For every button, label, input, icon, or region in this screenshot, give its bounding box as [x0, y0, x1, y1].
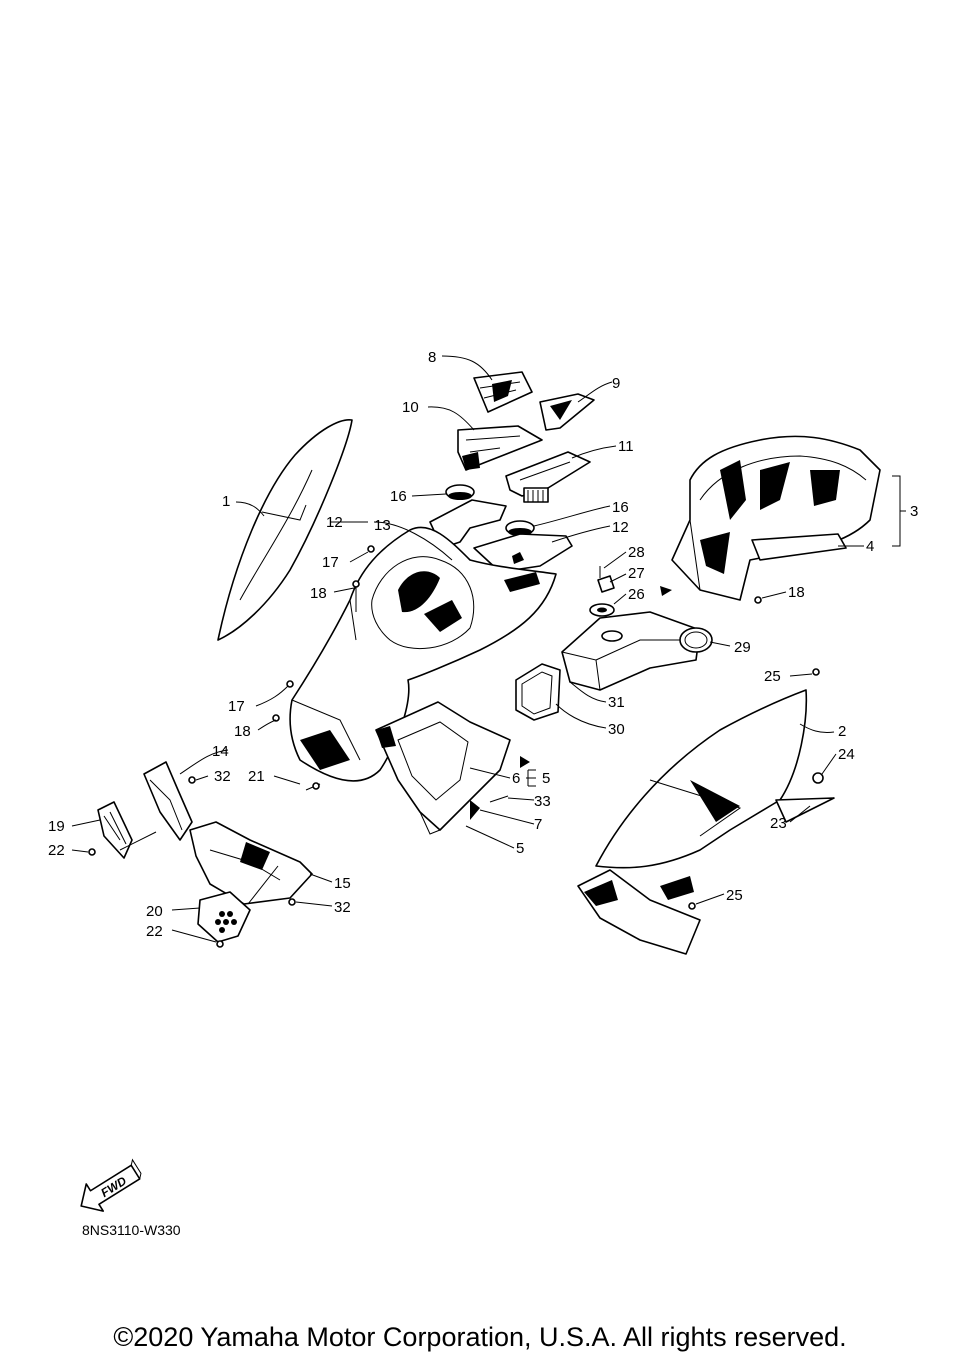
part-29-clamp [679, 627, 713, 653]
part-15-lower-cover [189, 821, 313, 905]
callout-8: 8 [428, 349, 436, 366]
part-19-vent-grille [97, 801, 133, 859]
callout-29: 29 [734, 639, 751, 656]
callout-30: 30 [608, 721, 625, 738]
callout-14: 14 [212, 743, 229, 760]
callout-32: 32 [214, 768, 231, 785]
part-26-28-fittings [589, 566, 615, 617]
callout-33: 33 [534, 793, 551, 810]
callout-2: 2 [838, 723, 846, 740]
callout-31: 31 [608, 694, 625, 711]
callout-labels: 8 9 10 11 16 16 1 12 13 12 17 18 3 4 28 … [48, 349, 918, 940]
part-16-grommets [445, 484, 535, 536]
callout-11: 11 [618, 438, 634, 455]
callout-20: 20 [146, 903, 163, 920]
part-2-right-side-panel [577, 689, 835, 955]
callout-1: 1 [222, 493, 230, 510]
callout-25: 25 [764, 668, 781, 685]
callout-28: 28 [628, 544, 645, 561]
callout-32: 32 [334, 899, 351, 916]
part-10-duct [457, 425, 543, 471]
callout-4: 4 [866, 538, 874, 555]
part-31-intake-duct [561, 611, 701, 691]
part-6-lower-front-cover [375, 701, 511, 835]
leader-lines [71, 355, 906, 943]
part-20-vent-grille [197, 891, 251, 943]
callout-12: 12 [612, 519, 629, 536]
callout-18: 18 [234, 723, 251, 740]
callout-18: 18 [310, 585, 327, 602]
callout-27: 27 [628, 565, 645, 582]
part-14-lower-vent-bracket [143, 761, 193, 841]
part-3-storage-tub [671, 435, 881, 601]
callout-18: 18 [788, 584, 805, 601]
part-30-seal-frame [515, 663, 561, 721]
callout-12: 12 [326, 514, 343, 531]
callout-26: 26 [628, 586, 645, 603]
callout-10: 10 [402, 399, 419, 416]
callout-19: 19 [48, 818, 65, 835]
diagram-code: 8NS3110-W330 [82, 1222, 181, 1238]
callout-25: 25 [726, 887, 743, 904]
callout-6: 6 [512, 770, 520, 787]
callout-3: 3 [910, 503, 918, 520]
part-main-front-hull [289, 526, 557, 782]
callout-16: 16 [390, 488, 407, 505]
callout-15: 15 [334, 875, 351, 892]
callout-16: 16 [612, 499, 629, 516]
callout-21: 21 [248, 768, 265, 785]
copyright-notice: ©2020 Yamaha Motor Corporation, U.S.A. A… [113, 1322, 847, 1352]
part-9-vent-cover [539, 393, 595, 431]
part-8-vent-cover [473, 371, 533, 413]
callout-5: 5 [516, 840, 524, 857]
callout-24: 24 [838, 746, 855, 763]
callout-22: 22 [146, 923, 163, 940]
callout-5: 5 [542, 770, 550, 787]
callout-22: 22 [48, 842, 65, 859]
part-11-duct [505, 451, 591, 503]
callout-7: 7 [534, 816, 542, 833]
callout-23: 23 [770, 815, 787, 832]
callout-13: 13 [374, 517, 391, 534]
fwd-arrow-icon: FWD [80, 1158, 142, 1212]
callout-9: 9 [612, 375, 620, 392]
callout-17: 17 [322, 554, 339, 571]
callout-17: 17 [228, 698, 245, 715]
part-1-left-side-panel [217, 419, 353, 641]
fasteners [88, 545, 824, 948]
